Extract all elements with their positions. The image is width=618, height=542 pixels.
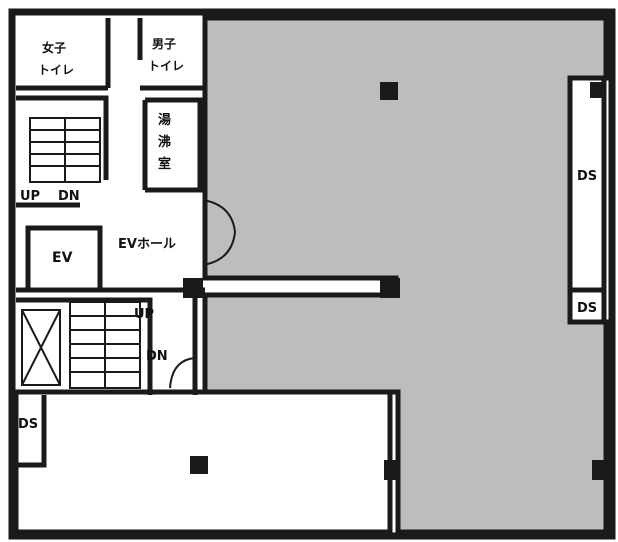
columns (183, 82, 606, 480)
kitchen-label-2: 沸 (158, 134, 171, 150)
column (384, 460, 398, 480)
core-walls (16, 18, 607, 468)
ev-hall-label: EVホール (118, 237, 176, 252)
lower-stair-treads (21, 301, 141, 389)
lower-stair-up-label: UP (134, 307, 154, 322)
column (190, 456, 208, 474)
upper-stair-dn-label: DN (58, 189, 80, 204)
women-toilet-label-1: 女子 (42, 40, 66, 55)
outer-walls (8, 8, 616, 540)
column (380, 278, 400, 298)
column (590, 82, 604, 98)
column (183, 278, 203, 298)
lower-stair-dn-label: DN (146, 349, 168, 364)
column (380, 82, 398, 100)
kitchen-label-1: 湯 (158, 112, 171, 128)
men-toilet-label-1: 男子 (152, 37, 176, 51)
door-swings (169, 199, 236, 389)
ds-right-upper-label: DS (577, 169, 597, 184)
women-toilet-label-2: トイレ (38, 63, 74, 77)
men-toilet-label-2: トイレ (148, 59, 184, 73)
kitchen-label-3: 室 (158, 156, 171, 172)
ds-right-lower-label: DS (577, 301, 597, 316)
upper-stair-treads (29, 117, 101, 183)
column (592, 460, 606, 480)
ds-left-label: DS (18, 417, 38, 432)
upper-stair-up-label: UP (20, 189, 40, 204)
ev-label: EV (52, 250, 73, 266)
